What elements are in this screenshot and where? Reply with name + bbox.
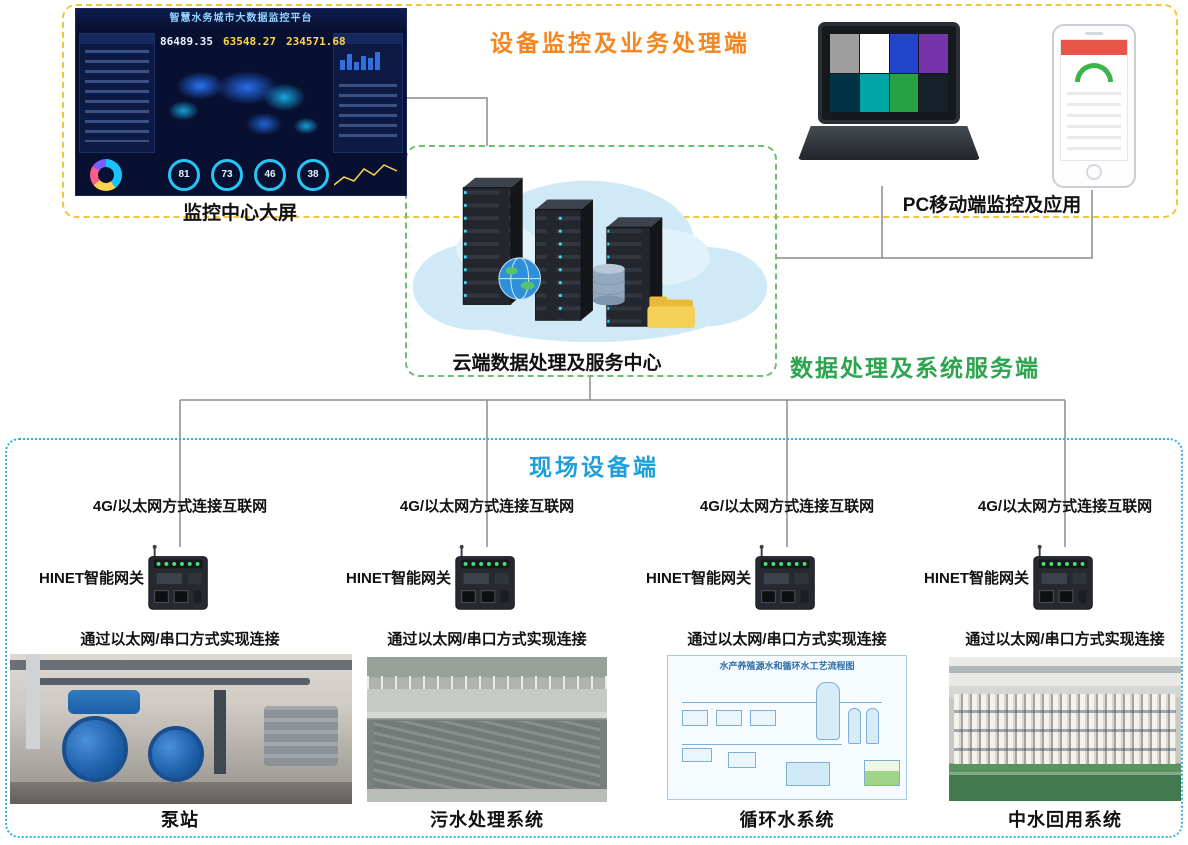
monitoring-dashboard-screenshot: 智慧水务城市大数据监控平台 86489.35 63548.27 234571.6… [75, 8, 407, 196]
donut-chart [90, 159, 122, 191]
globe-icon [498, 257, 541, 300]
panel-header-bar [334, 34, 402, 44]
pump-motor [68, 690, 140, 714]
process-box [728, 752, 756, 768]
phone-graphic [1052, 24, 1136, 188]
connect-label-4: 4G/以太网方式连接互联网 [977, 498, 1153, 515]
kpi-ring: 46 [254, 159, 286, 191]
server-tower-2 [535, 199, 593, 321]
pump-volute [62, 716, 128, 782]
laptop-graphic [798, 22, 980, 184]
photo-pump-station [10, 654, 352, 804]
link-label-2: 通过以太网/串口方式实现连接 [387, 631, 587, 648]
cloud-servers-graphic [412, 177, 768, 343]
gateway-label-4: HINET智能网关 [923, 570, 1029, 587]
floor [10, 782, 352, 804]
mini-bar-chart [340, 48, 398, 70]
gateway-label-3: HINET智能网关 [645, 570, 751, 587]
device-label-3: 循环水系统 [739, 810, 835, 830]
kpi-ring: 73 [211, 159, 243, 191]
phone-app-header [1061, 40, 1127, 55]
mini-line-chart [334, 164, 398, 186]
floor-highlight [949, 772, 1181, 776]
phone-app-rows [1067, 92, 1121, 154]
flow-diagram-title: 水产养殖源水和循环水工艺流程图 [719, 661, 855, 671]
link-label-3: 通过以太网/串口方式实现连接 [687, 631, 887, 648]
kpi-ring: 81 [168, 159, 200, 191]
photo-sewage-treatment [367, 657, 607, 802]
pond-box [786, 762, 830, 786]
laptop-screen [818, 22, 960, 124]
laptop-keyboard-base [798, 126, 980, 160]
panel-header-bar [80, 34, 154, 44]
server-tower-3 [606, 217, 663, 327]
stat-value: 86489.35 [160, 35, 213, 48]
gateway-device-4 [1033, 544, 1093, 610]
membrane-racks [953, 694, 1177, 764]
device-label-4: 中水回用系统 [1008, 810, 1122, 830]
overhead-pipe [38, 678, 310, 685]
pillar [26, 654, 40, 749]
panel-data-rows [85, 50, 149, 142]
vertical-pipe [214, 690, 226, 774]
ceiling-pipe [949, 665, 1181, 673]
flow-line [682, 702, 882, 703]
gauge-arc [1075, 63, 1113, 82]
process-box [716, 710, 742, 726]
stat-value: 234571.68 [285, 35, 346, 48]
gateway-label-2: HINET智能网关 [345, 570, 451, 587]
basin-wall [367, 712, 607, 718]
gateway-device-2 [455, 544, 515, 610]
phone-speaker [1085, 32, 1103, 35]
process-box [682, 748, 712, 762]
ceiling-beam [10, 660, 352, 670]
photo-process-flow-diagram: 水产养殖源水和循环水工艺流程图 [667, 655, 907, 800]
stat-value: 63548.27 [222, 35, 276, 48]
process-box [750, 710, 776, 726]
kpi-ring: 38 [297, 159, 329, 191]
device-label-1: 泵站 [161, 810, 199, 830]
zone-monitoring-title: 设备监控及业务处理端 [490, 30, 750, 56]
gateway-label-1: HINET智能网关 [38, 570, 144, 587]
device-label-2: 污水处理系统 [430, 810, 544, 830]
railing [367, 675, 607, 689]
phone-screen [1060, 39, 1128, 161]
connect-label-2: 4G/以太网方式连接互联网 [399, 498, 575, 515]
zone-field-title: 现场设备端 [529, 454, 659, 480]
filter-cylinder [848, 708, 861, 744]
tank-cylinder [816, 682, 840, 740]
connect-label-1: 4G/以太网方式连接互联网 [92, 498, 268, 515]
gateway-device-1 [148, 544, 208, 610]
zone-service-title: 数据处理及系统服务端 [790, 355, 1040, 381]
link-label-4: 通过以太网/串口方式实现连接 [965, 631, 1165, 648]
zone-cloud [405, 145, 777, 377]
kpi-rings: 81 73 46 38 [168, 159, 329, 191]
dashboard-stat-numbers: 86489.35 63548.27 234571.68 [160, 35, 346, 48]
glowing-world-map [160, 55, 328, 151]
pump-volute [148, 726, 204, 782]
cloud-caption: 云端数据处理及服务中心 [452, 353, 662, 374]
folder-icon [647, 296, 695, 329]
dashboard-title: 智慧水务城市大数据监控平台 [76, 9, 406, 29]
gateway-device-3 [755, 544, 815, 610]
equipment-cabinet [264, 706, 338, 766]
aeration-water [374, 720, 600, 791]
process-box [682, 710, 708, 726]
fish-tank-water [865, 771, 899, 785]
link-label-1: 通过以太网/串口方式实现连接 [80, 631, 280, 648]
phone-home-button [1086, 164, 1102, 180]
panel-data-rows [339, 84, 397, 144]
database-icon [592, 263, 626, 306]
dashboard-left-panel [79, 33, 155, 153]
filter-cylinder [866, 708, 879, 744]
basin-edge [367, 788, 607, 802]
flow-line [682, 744, 842, 745]
dashboard-caption: 监控中心大屏 [182, 203, 297, 224]
connect-label-3: 4G/以太网方式连接互联网 [699, 498, 875, 515]
dashboard-right-panel [333, 33, 403, 153]
zone-field: 现场设备端 [5, 438, 1183, 838]
pc-mobile-caption: PC移动端监控及应用 [902, 195, 1082, 216]
laptop-screen-content [830, 34, 948, 112]
photo-water-reuse-system [949, 657, 1181, 801]
